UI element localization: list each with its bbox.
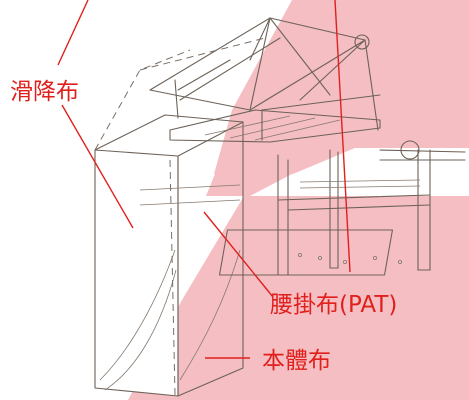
top-frame-post	[364, 39, 379, 131]
leader-line-top-center	[334, 0, 351, 273]
pulley	[354, 34, 370, 50]
slide-box-top	[94, 114, 244, 151]
inner-shelf-line-2	[139, 199, 241, 206]
slide-box-side	[177, 121, 244, 397]
slide-cloth-curve-2	[104, 269, 177, 391]
walkway-slat	[204, 115, 291, 136]
leader-lines	[57, 0, 351, 359]
walkway-platform	[169, 109, 381, 143]
top-frame-diagonal-3	[299, 39, 366, 101]
pink-overlay-wedge	[206, 174, 292, 196]
base-bolt	[297, 252, 302, 257]
pink-overlay-lower	[128, 196, 469, 400]
entry-post	[174, 79, 179, 119]
slide-cloth-curve-3	[179, 249, 241, 381]
label-slide-cloth: 滑降布	[10, 79, 79, 105]
walkway-rail	[261, 94, 381, 111]
stand-shelf	[277, 194, 431, 201]
pink-overlay	[128, 0, 469, 400]
stand-bar	[379, 149, 466, 153]
stand-leg-right	[417, 149, 431, 271]
slide-cloth-curve	[99, 249, 176, 381]
base-bolt-2	[317, 255, 322, 260]
label-body-cloth: 本體布	[262, 348, 331, 374]
slope-dash-top	[139, 37, 266, 71]
base-bolt-3	[342, 259, 347, 264]
base-bolt-5	[397, 259, 402, 264]
base-bolt-4	[372, 255, 377, 260]
leader-line-waist-cloth	[203, 211, 274, 298]
stand-slat	[299, 179, 421, 183]
walkway-slat-3	[254, 119, 341, 141]
label-waist-cloth: 腰掛布(PAT)	[270, 292, 397, 318]
stand-slat-2	[299, 185, 421, 189]
frame-drawing	[94, 17, 466, 397]
stand-shelf-2	[287, 204, 431, 211]
leader-line-top-left	[57, 0, 89, 66]
top-frame-diagonal	[249, 17, 271, 111]
slope-dash-left	[94, 49, 191, 151]
top-frame-strut	[249, 17, 271, 61]
walkway-slat-2	[229, 117, 316, 139]
slope-dash-vertical	[169, 159, 176, 396]
inner-shelf-line	[139, 184, 241, 191]
leader-line-slide-cloth	[61, 104, 134, 229]
entry-bar	[177, 59, 231, 91]
stand-base	[218, 229, 394, 276]
pink-overlay-upper	[214, 0, 469, 174]
